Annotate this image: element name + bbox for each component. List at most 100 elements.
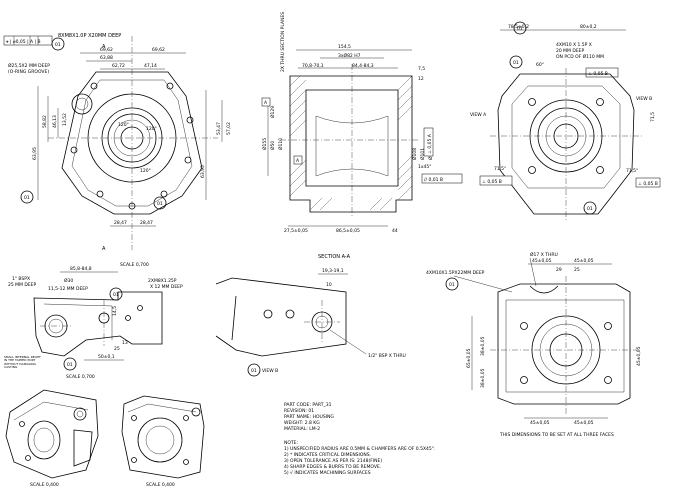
bubble-label: 01	[251, 368, 257, 374]
section-title: SECTION A-A	[318, 254, 351, 260]
bubble-label: 01	[587, 206, 593, 212]
side-tap-note-1: 4XM10 X 1.5P X	[556, 42, 592, 48]
dim: 57,02	[226, 122, 232, 135]
fcf-frame	[3, 35, 53, 46]
dim: Ø129	[269, 106, 276, 118]
dim: 29	[556, 267, 562, 273]
part-code: PART CODE: PART_31	[284, 402, 332, 408]
note-line: 4) SHARP EDGES & BURRS TO BE REMOVE.	[284, 464, 381, 470]
angle-label: 120°	[118, 122, 129, 128]
dim: 65±0,05	[466, 348, 472, 368]
dim: 10	[326, 282, 332, 288]
mid-body-outline	[33, 291, 163, 357]
iso-view-2: SCALE 0,400	[121, 395, 205, 488]
fcf-perp: ⊥ 0,05 A	[427, 133, 433, 154]
iso-view-1: SCALE 0,400	[5, 389, 99, 488]
scale-label: SCALE 0,700	[120, 262, 149, 268]
thru-note: Ø17 X THRU	[530, 251, 558, 258]
note-line: 5) √ INDICATES MACHINING SURFACES	[284, 470, 371, 476]
note-line: 3) OPEN TOLERANCE AS PER IS: 2148(FINE)	[284, 458, 382, 464]
note-line: 2) * INDICATES CRITICAL DIMENSIONS.	[284, 452, 371, 458]
part-name: PART NAME: HOUSING	[284, 414, 334, 420]
bubble-label: 01	[67, 362, 73, 368]
fcf-left: ⌖ | ⌀0,05 | A | B	[6, 39, 41, 45]
front-view: ⌖ | ⌀0,05 | A | B 8XM8X1.0P X20MM DEEP 0…	[3, 33, 232, 252]
dim: 71,5°	[626, 168, 638, 174]
bubble-label: 01	[517, 26, 523, 32]
port-note: 1/2" BSP X THRU	[368, 353, 406, 359]
dim: 60°	[536, 62, 544, 68]
view-b-title: VIEW B	[262, 368, 278, 374]
dim: 63,95	[32, 147, 38, 160]
mid-left-view: 85,8-84,8 1" BSPX 25 MM DEEP Ø30 11,5-12…	[4, 266, 183, 380]
dim: 86,5±0,05	[336, 228, 360, 234]
view-b: 19,3-19,1 10 1/2" BSP X THRU 01 VIEW B	[215, 268, 406, 377]
dim: 71,5	[650, 112, 656, 122]
dim: 45±0,05	[574, 258, 594, 264]
dim: 63,88	[100, 55, 113, 61]
angle-label: 120°	[146, 126, 157, 132]
scale-label: SCALE 0,400	[146, 482, 175, 488]
view-a-label: VIEW A	[470, 112, 487, 118]
dim: 3xØ82 H7	[338, 52, 361, 59]
dim: 58,82	[42, 115, 48, 128]
oring-note-2: (O-RING GROOVE)	[8, 69, 49, 75]
section-top-note: 2X THRU SECTION PLANES	[280, 12, 286, 72]
fcf-perp: ⊥ 0,05 B	[638, 181, 658, 187]
dim: 69,62	[100, 47, 113, 53]
material: MATERIAL: LM-2	[284, 426, 320, 432]
bubble-label: 01	[449, 282, 455, 288]
dim: 63,95	[200, 165, 206, 178]
dim: 62,72	[112, 63, 125, 69]
scale-label: SCALE 0,400	[30, 482, 59, 488]
dim: 28,47	[114, 220, 127, 226]
dim: 25	[574, 267, 580, 273]
dim: 45±0,05	[574, 420, 594, 426]
dim: 154,5	[338, 44, 351, 50]
front-tap-note: 8XM8X1.0P X20MM DEEP	[58, 33, 121, 39]
dim: 45±0,05	[530, 420, 550, 426]
bubble-label: 01	[513, 60, 519, 66]
dim: 71,5°	[494, 166, 506, 172]
title-block: PART CODE: PART_31 REVISION: 01 PART NAM…	[284, 402, 435, 476]
dim: 25 MM DEEP	[8, 282, 37, 288]
dim: 1" BSPX	[12, 276, 30, 282]
side-view: 78,5±0,2 80±0,2 4XM10 X 1.5P X 20 MM DEE…	[470, 21, 661, 222]
fcf-parallel: // 0,01 B	[424, 177, 443, 183]
dim: 85,8-84,8	[70, 266, 92, 272]
dim: 28,47	[140, 220, 153, 226]
bubble-label: 01	[113, 292, 119, 298]
three-faces-caption: THIS DIMENSIONS TO BE SET AT ALL THREE F…	[499, 432, 614, 438]
side-tap-note-2: 20 MM DEEP	[556, 48, 585, 54]
dim: 50±0,1	[98, 354, 115, 360]
dim: 47,14	[144, 63, 157, 69]
dim: 80±0,2	[580, 24, 597, 30]
dim: 13,52	[62, 113, 68, 126]
view-b-outline	[215, 277, 347, 357]
tap-note: 4XM10X1.5PX22MM DEEP	[426, 270, 485, 276]
section-mark-a: A	[102, 246, 106, 252]
dim: 19,3-19,1	[322, 268, 344, 274]
revision: REVISION: 01	[284, 408, 314, 414]
section-mark-a: A	[102, 44, 106, 50]
scale-label: SCALE 0,700	[66, 374, 95, 380]
datum-a: A	[264, 100, 268, 106]
dim: Ø155	[261, 138, 268, 150]
dim: Ø108	[411, 148, 418, 160]
dim: Ø110	[277, 138, 284, 150]
dim: 13	[122, 340, 128, 346]
dim: 25	[114, 346, 120, 352]
dim: 14,5	[112, 306, 118, 316]
dim: 45±0,05	[532, 258, 552, 264]
dim: 69,62	[152, 47, 165, 53]
dim: Ø30	[64, 277, 73, 284]
dim: 12	[418, 76, 424, 82]
bubble-label: 01	[157, 201, 163, 207]
angle-label: 120°	[140, 168, 151, 174]
dim: 38±0,05	[480, 368, 486, 388]
dim: 84,4-84,3	[352, 63, 374, 69]
item-bubble	[51, 37, 65, 51]
dim: X 12 MM DEEP	[150, 284, 183, 290]
dim: 46,13	[52, 115, 58, 128]
